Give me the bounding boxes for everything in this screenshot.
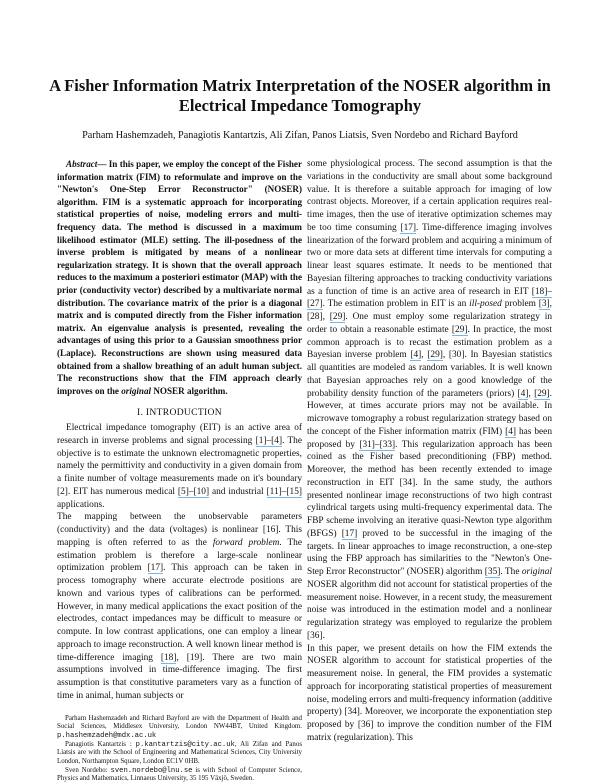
section-heading-introduction: I. INTRODUCTION: [137, 407, 222, 419]
emphasis-text: forward problem: [212, 537, 280, 548]
body-text: , [28],: [307, 299, 553, 322]
body-text: and industrial: [209, 486, 267, 497]
body-text: applications.: [57, 499, 105, 510]
paragraph: The mapping between the unobservable par…: [57, 511, 302, 702]
footnote: Panagiotis Kantartzis : p.kantartzis@cit…: [57, 741, 302, 767]
right-column-body: some physiological process. The second a…: [307, 158, 552, 745]
citation-link[interactable]: [18]: [160, 652, 177, 664]
email-address: p.hashemzadeh@mdx.ac.uk: [57, 731, 157, 740]
paper-title: A Fisher Information Matrix Interpretati…: [49, 76, 551, 115]
body-text: . The objective is to estimate the unkno…: [57, 435, 302, 497]
right-column: some physiological process. The second a…: [307, 158, 552, 745]
citation-link[interactable]: [3]: [538, 299, 550, 311]
citation-link[interactable]: [29]: [329, 312, 346, 323]
body-text: ,: [421, 350, 428, 361]
body-text: NOSER algorithm did not account for stat…: [307, 579, 552, 641]
citation-link[interactable]: [29]: [534, 388, 550, 400]
body-text: . This regularization approach has been …: [307, 439, 552, 539]
citation-link[interactable]: [31]–[33]: [359, 439, 396, 451]
citation-link[interactable]: [18]–[27]: [307, 286, 552, 311]
body-text: . However, at times accurate priors may …: [307, 388, 553, 437]
body-text: , Ali Zifan and Panos Liatsis are with t…: [57, 740, 303, 766]
body-text: . One must employ some regularization st…: [307, 312, 552, 335]
body-text: . The estimation problem is therefore a …: [57, 537, 303, 574]
emphasis-text: original: [521, 567, 552, 577]
email-address: sven.nordebo@lnu.se: [110, 766, 193, 775]
citation-link[interactable]: [5]–[10]: [177, 486, 210, 498]
emphasis-text: ill-posed: [469, 299, 502, 310]
body-text: . Time-difference imaging involves linea…: [307, 222, 553, 297]
citation-link[interactable]: [4]: [410, 350, 422, 362]
body-text: . The estimation problem in EIT is an: [322, 299, 470, 310]
citation-link[interactable]: [1]–[4]: [255, 435, 283, 447]
body-text: The mapping between the unobservable par…: [57, 512, 302, 548]
body-text: . This approach can be taken in process …: [57, 563, 302, 663]
body-text: Panagiotis Kantartzis :: [65, 740, 136, 748]
citation-link[interactable]: [11]–[15]: [266, 486, 302, 498]
citation-link[interactable]: [4]: [517, 388, 529, 400]
body-text: In this paper, we present details on how…: [307, 643, 552, 743]
citation-link[interactable]: [29]: [451, 324, 468, 336]
body-text: has been proposed by: [307, 426, 553, 450]
abstract: Abstract— In this paper, we employ the c…: [57, 158, 302, 397]
body-text: . In practice, the most common approach …: [307, 324, 553, 361]
citation-link[interactable]: [17]: [341, 528, 358, 540]
body-text: , [19]. There are two main assumptions i…: [57, 652, 302, 701]
left-column: Abstract— In this paper, we employ the c…: [57, 158, 302, 784]
abstract-emphasis: original: [121, 385, 152, 396]
body-text: ,: [528, 388, 535, 399]
body-text: Parham Hashemzadeh and Richard Bayford a…: [57, 714, 302, 731]
footnote: Parham Hashemzadeh and Richard Bayford a…: [57, 715, 302, 741]
paragraph: In this paper, we present details on how…: [307, 643, 552, 745]
body-text: , [30]. In Bayesian statistics all quant…: [307, 350, 552, 399]
footnotes: Parham Hashemzadeh and Richard Bayford a…: [57, 715, 302, 784]
abstract-tail: NOSER algorithm.: [151, 385, 228, 396]
introduction-body: Electrical impedance tomography (EIT) is…: [57, 422, 302, 703]
abstract-text: — In this paper, we employ the concept o…: [57, 159, 302, 396]
abstract-label: Abstract: [66, 159, 98, 169]
paragraph: Electrical impedance tomography (EIT) is…: [57, 422, 302, 511]
citation-link[interactable]: [17]: [400, 222, 417, 234]
body-text: . The: [500, 567, 522, 577]
body-text: problem: [501, 299, 539, 310]
citation-link[interactable]: [35]: [484, 567, 501, 578]
footnote: Sven Nordebo: sven.nordebo@lnu.se is wit…: [57, 767, 302, 784]
author-list: Parham Hashemzadeh, Panagiotis Kantartzi…: [82, 130, 518, 141]
citation-link[interactable]: [4]: [505, 426, 516, 438]
body-text: Sven Nordebo:: [65, 766, 111, 774]
email-address: p.kantartzis@city.ac.uk: [135, 740, 235, 749]
body-text: proved to be successful in the imaging o…: [307, 528, 552, 577]
body-text: some physiological process. The second a…: [307, 159, 552, 233]
citation-link[interactable]: [29]: [427, 350, 443, 362]
citation-link[interactable]: [17]: [147, 563, 164, 575]
body-text: Electrical impedance tomography (EIT) is…: [57, 423, 302, 446]
paragraph: some physiological process. The second a…: [307, 158, 552, 643]
